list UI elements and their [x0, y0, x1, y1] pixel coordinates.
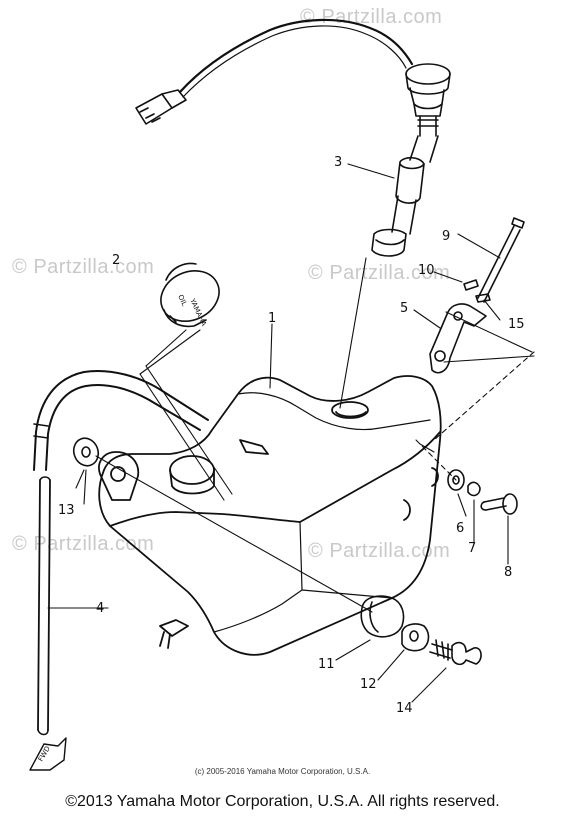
washer-6 [447, 469, 465, 491]
bolt-9 [477, 225, 521, 303]
side-fasteners [447, 469, 518, 515]
callout-6: 6 [456, 521, 464, 536]
oil-tank [98, 375, 442, 656]
callout-7: 7 [468, 541, 476, 556]
oil-hose [33, 370, 209, 736]
tank-mount-tab [98, 451, 140, 501]
washer-13 [72, 437, 100, 467]
footer-small-copyright: (c) 2005-2016 Yamaha Motor Corporation, … [194, 767, 371, 776]
watermark-upper-left: © Partzilla.com [12, 256, 155, 278]
bottom-fasteners [360, 595, 482, 666]
oil-level-gauge-assembly [135, 18, 451, 257]
gauge-float [395, 156, 425, 204]
callout-4: 4 [96, 601, 104, 616]
callout-numbers: 1 2 3 4 5 6 7 8 9 10 11 12 13 14 15 [58, 155, 525, 716]
wire-connector [135, 93, 173, 125]
fwd-label: FWD [37, 745, 52, 763]
callout-15: 15 [508, 317, 525, 332]
callout-leaders [47, 163, 509, 703]
callout-5: 5 [400, 301, 408, 316]
callout-2: 2 [112, 253, 120, 268]
washer-10 [463, 279, 479, 291]
lockwasher-7 [467, 481, 481, 497]
callout-11: 11 [318, 657, 335, 672]
washer-15 [475, 293, 491, 303]
callout-13: 13 [58, 503, 75, 518]
bracket-5 [429, 303, 487, 374]
callout-1: 1 [268, 311, 276, 326]
gauge-stem [409, 135, 439, 163]
tank-filler-neck [169, 455, 215, 485]
callout-10: 10 [418, 263, 435, 278]
callout-3: 3 [334, 155, 342, 170]
bracket-and-bolt [429, 217, 525, 374]
watermark-upper-right: © Partzilla.com [308, 262, 451, 284]
callout-9: 9 [442, 229, 450, 244]
watermark-lower-right: © Partzilla.com [308, 540, 451, 562]
oil-tank-cap: YAMAHA OIL [160, 262, 220, 328]
callout-8: 8 [504, 565, 512, 580]
cap-label-oil: OIL [176, 293, 188, 307]
collar-12 [401, 623, 430, 652]
callout-12: 12 [360, 677, 377, 692]
cap-label-yamaha: YAMAHA [188, 297, 208, 328]
grommet-11 [360, 595, 405, 638]
gauge-head [405, 63, 451, 85]
gauge-grommet [371, 228, 407, 257]
callout-14: 14 [396, 701, 413, 716]
footer-copyright: ©2013 Yamaha Motor Corporation, U.S.A. A… [65, 793, 500, 810]
forward-arrow: FWD [29, 737, 67, 771]
leader-lines [83, 257, 535, 613]
gauge-wire [178, 18, 414, 94]
